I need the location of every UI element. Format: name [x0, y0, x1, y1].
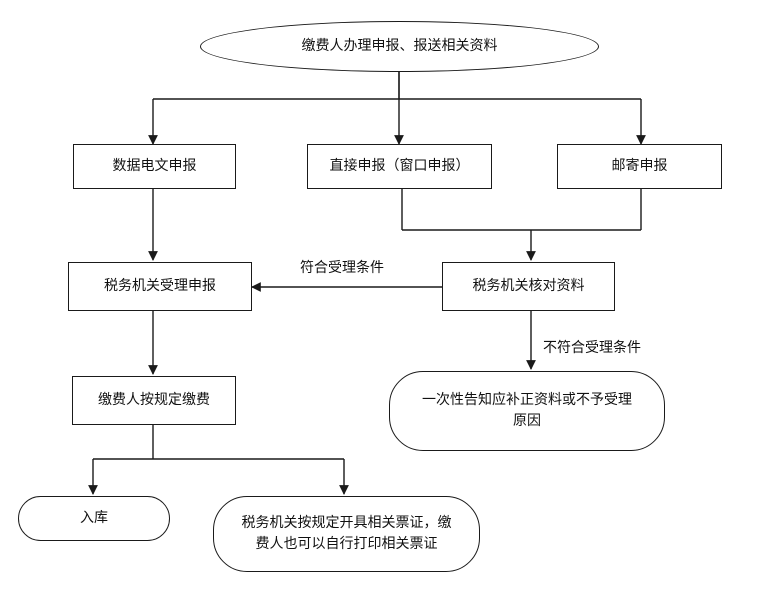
mail-filing-label: 邮寄申报: [611, 158, 668, 174]
accept-filing-label: 税务机关受理申报: [104, 278, 216, 294]
data-filing-box: 数据电文申报: [73, 144, 236, 189]
storage-label: 入库: [80, 510, 108, 526]
mail-filing-box: 邮寄申报: [557, 144, 722, 189]
issue-receipt-label: 税务机关按规定开具相关票证，缴费人也可以自行打印相关票证: [241, 515, 452, 552]
meets-conditions-label: 符合受理条件: [300, 260, 384, 276]
direct-filing-box: 直接申报（窗口申报）: [307, 144, 492, 189]
not-meets-conditions-label: 不符合受理条件: [543, 340, 641, 356]
pay-fee-box: 缴费人按规定缴费: [72, 376, 236, 425]
start-node-label: 缴费人办理申报、报送相关资料: [301, 38, 498, 54]
accept-filing-box: 税务机关受理申报: [68, 262, 252, 311]
direct-filing-label: 直接申报（窗口申报）: [329, 158, 470, 174]
issue-receipt-node: 税务机关按规定开具相关票证，缴费人也可以自行打印相关票证: [213, 496, 480, 572]
verify-docs-label: 税务机关核对资料: [472, 278, 585, 294]
data-filing-label: 数据电文申报: [112, 158, 197, 174]
notify-reject-node: 一次性告知应补正资料或不予受理原因: [389, 371, 665, 451]
verify-docs-box: 税务机关核对资料: [442, 262, 615, 311]
storage-node: 入库: [18, 496, 170, 541]
pay-fee-label: 缴费人按规定缴费: [98, 392, 210, 408]
notify-reject-label: 一次性告知应补正资料或不予受理原因: [422, 392, 632, 429]
start-node: 缴费人办理申报、报送相关资料: [200, 21, 599, 72]
